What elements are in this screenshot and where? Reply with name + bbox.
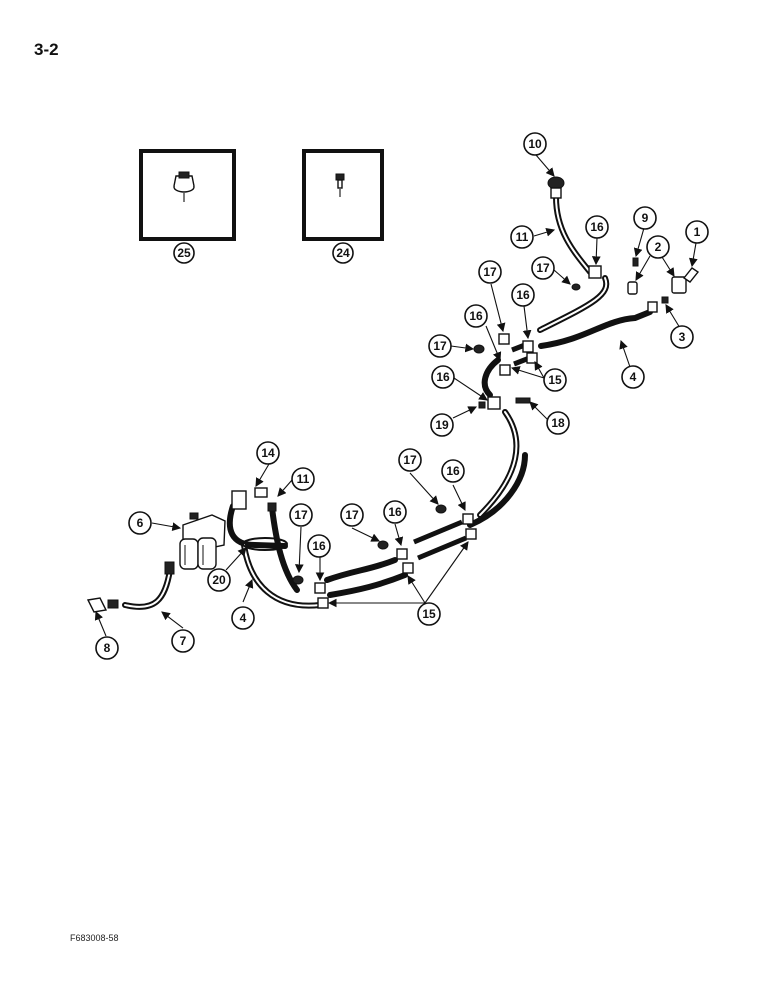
callout-1: 1 [685, 220, 709, 244]
svg-text:9: 9 [642, 211, 649, 225]
svg-text:24: 24 [336, 246, 350, 260]
fittings [86, 176, 700, 613]
callout-24: 24 [332, 242, 354, 264]
callout-6: 6 [128, 511, 152, 535]
callout-17-third: 17 [428, 334, 452, 358]
callout-8: 8 [95, 636, 119, 660]
callout-16-fourth: 16 [431, 365, 455, 389]
svg-text:16: 16 [436, 370, 450, 384]
svg-text:17: 17 [483, 265, 497, 279]
svg-text:16: 16 [590, 220, 604, 234]
callout-4-upper: 4 [621, 365, 645, 389]
page-number: 3-2 [34, 40, 59, 59]
svg-text:19: 19 [435, 418, 449, 432]
svg-text:17: 17 [345, 508, 359, 522]
svg-text:11: 11 [516, 230, 529, 244]
svg-text:16: 16 [516, 288, 530, 302]
svg-text:14: 14 [261, 446, 275, 460]
callout-15-upper: 15 [543, 368, 567, 392]
callout-19: 19 [430, 413, 454, 437]
svg-text:16: 16 [388, 505, 402, 519]
svg-text:17: 17 [536, 261, 550, 275]
callout-20: 20 [207, 568, 231, 592]
callout-3: 3 [670, 325, 694, 349]
callout-16-fifth: 16 [441, 459, 465, 483]
callout-17-sixth: 17 [340, 503, 364, 527]
inset-box-bleed-screw [302, 149, 384, 241]
svg-text:2: 2 [655, 240, 662, 254]
callout-11-lower: 11 [291, 467, 315, 491]
svg-text:3: 3 [679, 330, 686, 344]
callout-17-second: 17 [478, 260, 502, 284]
svg-text:17: 17 [433, 339, 447, 353]
svg-text:17: 17 [403, 453, 417, 467]
svg-text:17: 17 [294, 508, 308, 522]
svg-text:7: 7 [180, 634, 187, 648]
leader-lines [94, 154, 698, 637]
svg-text:16: 16 [469, 309, 483, 323]
callout-2: 2 [646, 235, 670, 259]
svg-text:10: 10 [528, 137, 542, 151]
callout-16-third: 16 [464, 304, 488, 328]
callout-16-upper: 16 [585, 215, 609, 239]
callout-10: 10 [523, 132, 547, 156]
callout-9: 9 [633, 206, 657, 230]
callout-4-lower: 4 [231, 606, 255, 630]
callout-17-fourth: 17 [398, 448, 422, 472]
callout-25: 25 [173, 242, 195, 264]
inset-box-filter-head [139, 149, 236, 241]
figure-code: F683008-58 [70, 933, 119, 943]
svg-text:11: 11 [297, 472, 310, 486]
callout-7: 7 [171, 629, 195, 653]
svg-text:8: 8 [104, 641, 111, 655]
callout-18: 18 [546, 411, 570, 435]
svg-text:15: 15 [422, 607, 436, 621]
callout-17-fifth: 17 [289, 503, 313, 527]
svg-text:1: 1 [694, 225, 701, 239]
svg-text:15: 15 [548, 373, 562, 387]
callout-16-second: 16 [511, 283, 535, 307]
callout-15-lower: 15 [417, 602, 441, 626]
svg-text:16: 16 [312, 539, 326, 553]
svg-text:16: 16 [446, 464, 460, 478]
callout-16-sixth: 16 [383, 500, 407, 524]
fuel-filter-assembly [179, 512, 226, 570]
svg-text:20: 20 [212, 573, 226, 587]
callout-16-seventh: 16 [307, 534, 331, 558]
svg-text:25: 25 [177, 246, 191, 260]
svg-text:4: 4 [240, 611, 247, 625]
fuel-hoses [122, 194, 653, 610]
callout-11-upper: 11 [510, 225, 534, 249]
callout-17-upper: 17 [531, 256, 555, 280]
svg-text:18: 18 [551, 416, 565, 430]
svg-text:4: 4 [630, 370, 637, 384]
svg-text:6: 6 [137, 516, 144, 530]
callout-14: 14 [256, 441, 280, 465]
